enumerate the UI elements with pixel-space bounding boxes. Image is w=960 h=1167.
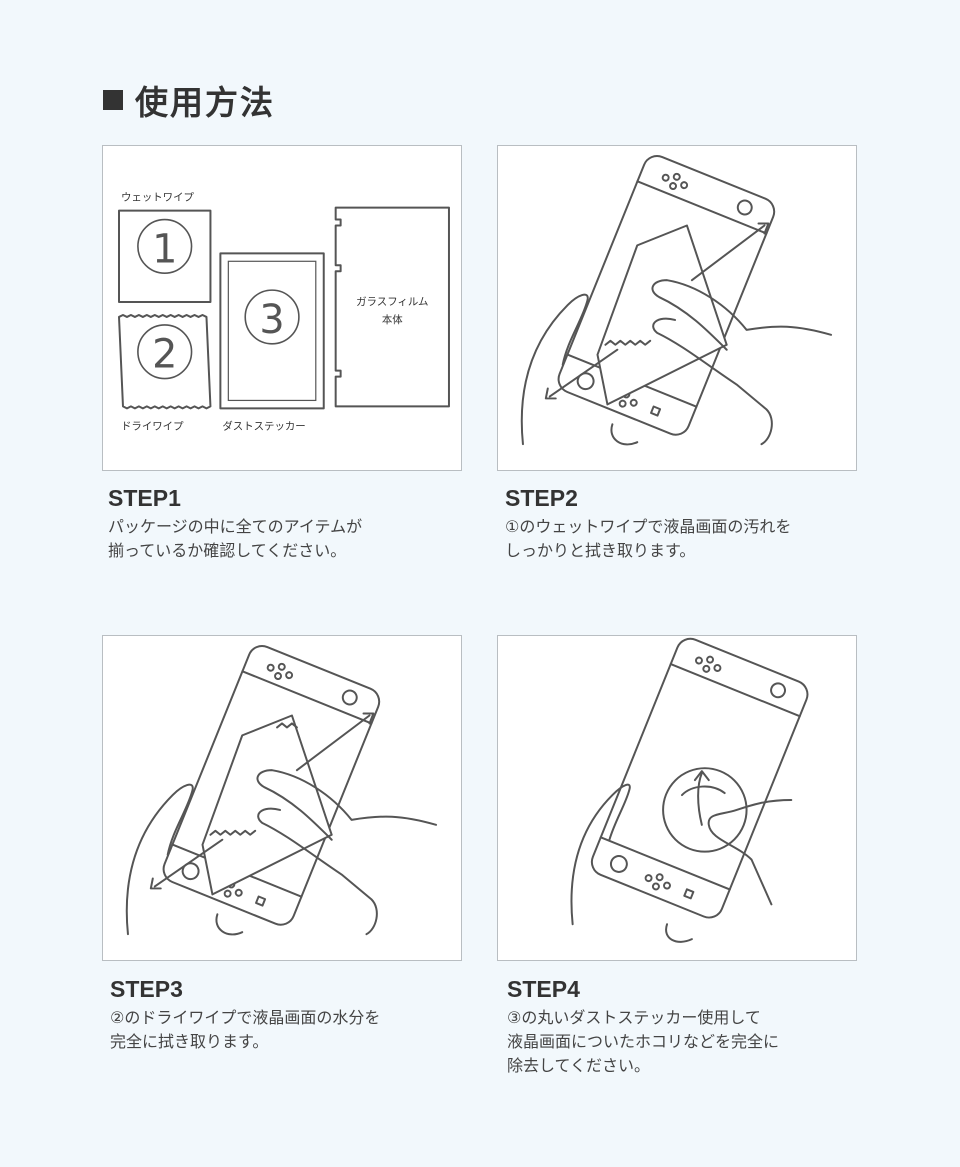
wet-wipe-pack (118, 209, 212, 304)
left-hand (125, 783, 194, 936)
step1-illustration: ウェットワイプ 1 2 ドライワイプ 3 ダストステッカー ガラスフィルム 本体 (102, 145, 462, 471)
glass-film-sublabel: 本体 (382, 313, 403, 326)
step4-line: 液晶画面についたホコリなどを完全に (507, 1032, 780, 1051)
square-bullet-icon (103, 90, 123, 110)
svg-text:1: 1 (152, 226, 177, 272)
rotation-arrow (697, 772, 703, 826)
dust-sticker-sheet (219, 252, 325, 410)
step1-description: パッケージの中に全てのアイテムが 揃っているか確認してください。 (108, 515, 468, 563)
dry-wipe-drying-illustration (125, 645, 438, 936)
wipe-direction-arrow (295, 714, 371, 772)
step3-description: ②のドライワイプで液晶画面の水分を 完全に拭き取ります。 (110, 1006, 470, 1054)
step2-line: ①のウェットワイプで液晶画面の汚れを (505, 517, 792, 536)
dry-wipe-label: ドライワイプ (121, 420, 184, 432)
dust-sticker-illustration (570, 637, 809, 943)
wipe-direction-arrow (690, 224, 766, 282)
step3-title: STEP3 (110, 976, 183, 1002)
step4-description: ③の丸いダストステッカー使用して 液晶画面についたホコリなどを完全に 除去してく… (507, 1006, 867, 1078)
step4-line: ③の丸いダストステッカー使用して (507, 1008, 761, 1027)
glass-film-label: ガラスフィルム (356, 296, 428, 308)
step4-title: STEP4 (507, 976, 580, 1002)
step4-line: 除去してください。 (507, 1056, 651, 1075)
dust-sticker-label: ダストステッカー (222, 419, 305, 432)
page-heading: 使用方法 (103, 76, 275, 124)
step3-line: 完全に拭き取ります。 (110, 1032, 269, 1051)
svg-text:3: 3 (259, 297, 284, 343)
wet-wipe-label: ウェットワイプ (121, 192, 195, 204)
step2-description: ①のウェットワイプで液晶画面の汚れを しっかりと拭き取ります。 (505, 515, 865, 563)
wet-wipe-cleaning-illustration (520, 155, 833, 446)
right-hand (707, 798, 793, 906)
dry-wipe-pack (118, 313, 212, 410)
right-hand (651, 279, 833, 446)
step4-illustration (497, 635, 857, 961)
left-hand (570, 783, 631, 926)
right-hand (256, 769, 438, 936)
page-title: 使用方法 (135, 83, 275, 122)
package-contents-illustration: ウェットワイプ 1 2 ドライワイプ 3 ダストステッカー ガラスフィルム 本体 (118, 192, 450, 432)
step2-title: STEP2 (505, 485, 578, 511)
step3-illustration (102, 635, 462, 961)
wipe-cloth (596, 224, 728, 406)
left-hand (520, 293, 589, 446)
step1-line: 揃っているか確認してください。 (108, 541, 347, 560)
svg-text:2: 2 (152, 332, 177, 378)
step3-line: ②のドライワイプで液晶画面の水分を (110, 1008, 381, 1027)
dust-sticker-circle (662, 767, 748, 853)
step1-line: パッケージの中に全てのアイテムが (108, 517, 363, 536)
step2-line: しっかりと拭き取ります。 (505, 541, 696, 560)
step2-illustration (497, 145, 857, 471)
step1-title: STEP1 (108, 485, 181, 511)
dry-cloth (201, 714, 333, 896)
glass-film (334, 206, 450, 408)
